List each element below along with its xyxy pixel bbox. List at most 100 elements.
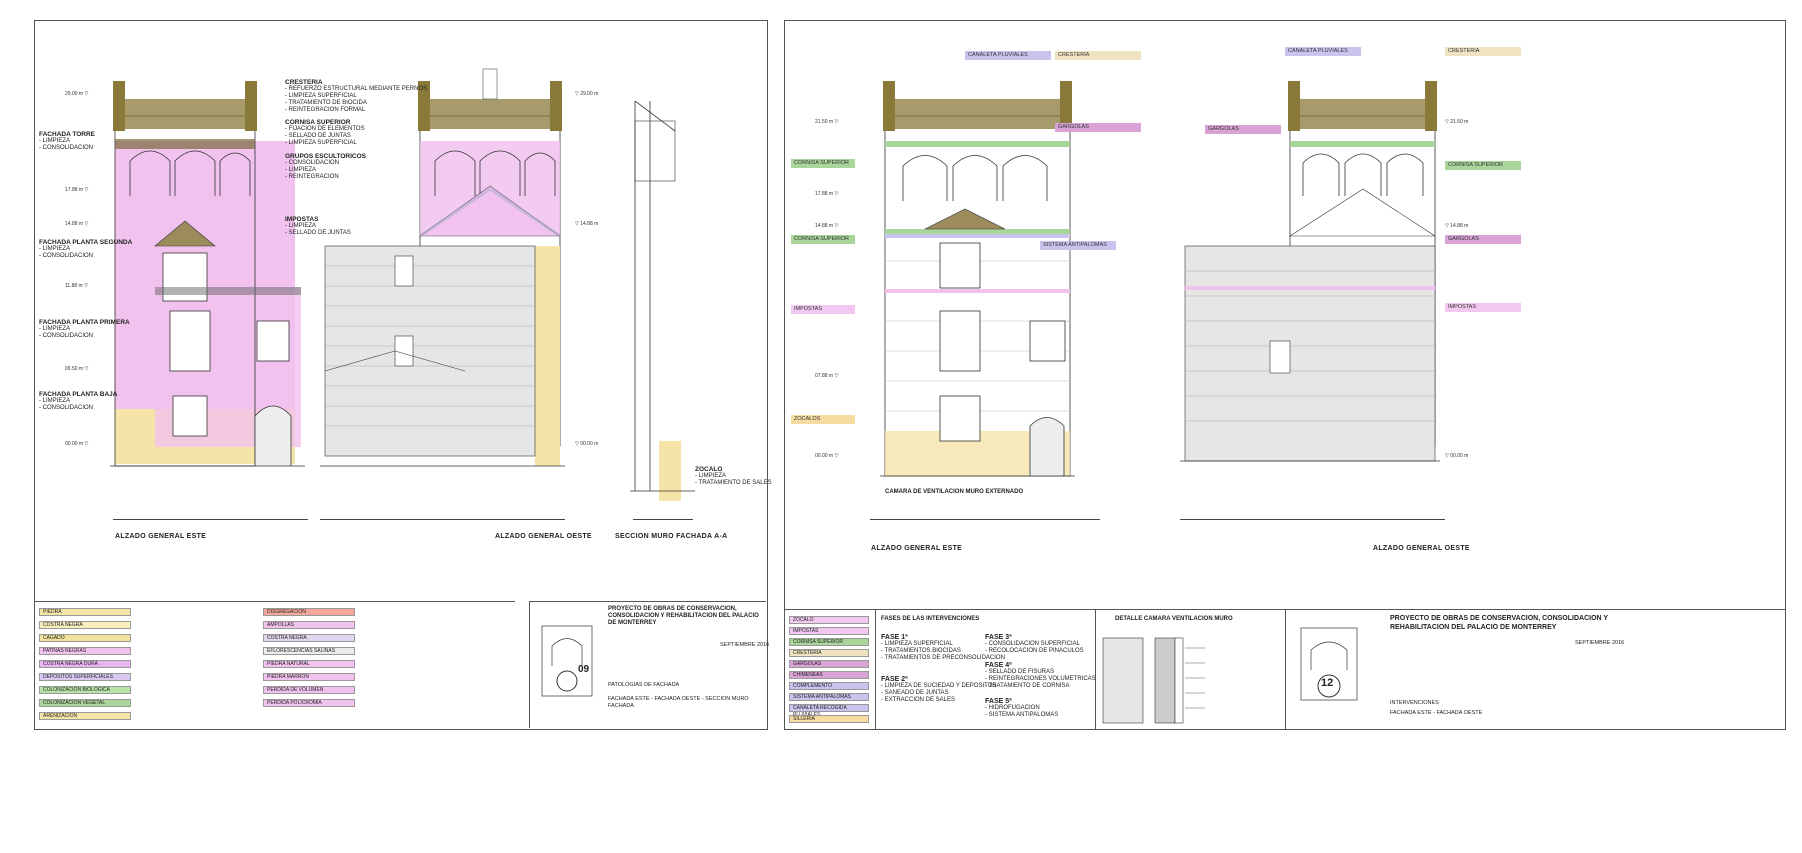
level-mark: ▽ 14.88 m [1445,223,1469,229]
level-mark: ▽ 21.50 m [1445,119,1469,125]
view-title: ALZADO GENERAL ESTE [115,533,207,540]
sheet-number: 09 [578,664,590,675]
annotation: CORNISA SUPERIOR- FIJACION DE ELEMENTOS-… [285,119,365,146]
ruler [633,519,693,520]
ruler [113,519,308,520]
legend-item: ARENIZACION [39,712,131,720]
view-title: ALZADO GENERAL ESTE [871,545,963,552]
project-title: PROYECTO DE OBRAS DE CONSERVACION, CONSO… [608,606,759,626]
legend-box: ZOCALO IMPOSTAS CORNISA SUPERIOR CRESTER… [785,610,876,730]
view-title: SECCION MURO FACHADA A-A [615,533,728,540]
legend-item: PERDIDA DE VOLUMEN [263,686,355,694]
annotation: CRESTERIA- REFUERZO ESTRUCTURAL MEDIANTE… [285,79,428,113]
sheet-right: 21.50 m ▽ 17.88 m ▽ 14.88 m ▽ 07.88 m ▽ … [784,20,1786,730]
annotation: FACHADA PLANTA BAJA- LIMPIEZA- CONSOLIDA… [39,391,118,411]
intervention-tag: GARGOLAS [1445,235,1521,244]
facade-west-drawing [320,68,565,467]
annotation: FACHADA TORRE- LIMPIEZA- CONSOLIDACION [39,131,95,151]
plan-name: PATOLOGIAS DE FACHADA [608,682,680,688]
intervention-tag: CORNISA SUPERIOR [791,159,855,168]
plan-subtitle: FACHADA ESTE - FACHADA OESTE [1390,710,1483,716]
intervention-tag: CRESTERIA [1445,47,1521,56]
level-mark: 09.50 m ▽ [65,366,89,372]
level-mark: 07.88 m ▽ [815,373,839,379]
palace-emblem [541,625,593,697]
ventilation-detail-drawing [1102,637,1205,724]
legend-item: CRESTERIA [789,649,869,657]
level-mark: 21.50 m ▽ [815,119,839,125]
plan-name: INTERVENCIONES [1390,700,1439,706]
intervention-tag: CANALETA PLUVIALES [1285,47,1361,56]
intervention-tag: IMPOSTAS [791,305,855,314]
annotation: ZOCALO- LIMPIEZA- TRATAMIENTO DE SALES [695,466,772,486]
level-mark: 11.88 m ▽ [65,283,88,289]
legend-item: PIEDRA NATURAL [263,660,355,668]
annotation: FACHADA PLANTA SEGUNDA- LIMPIEZA- CONSOL… [39,239,133,259]
palace-emblem [1300,627,1358,701]
legend-item: COSTRA NEGRA [263,634,355,642]
level-mark: 00.00 m ▽ [65,441,89,447]
plan-subtitle: FACHADA ESTE - FACHADA OESTE - SECCION M… [608,696,749,709]
legend-item: GARGOLAS [789,660,869,668]
intervention-tag: GARGOLAS [1205,125,1281,134]
phase: FASE 3ª- CONSOLIDACION SUPERFICIAL- RECO… [985,634,1084,654]
intervention-tag: CRESTERIA [1055,51,1141,60]
view-title: ALZADO GENERAL OESTE [1373,545,1470,552]
phase: FASE 2ª- LIMPIEZA DE SUCIEDAD Y DEPOSITO… [881,676,997,703]
level-mark: 14.88 m ▽ [815,223,839,229]
view-title: ALZADO GENERAL OESTE [495,533,592,540]
tag-label: GARGOLAS [1448,236,1479,242]
legend-item: SILLERIA [789,715,869,723]
phase: FASE 5ª- HIDROFUGACION- SISTEMA ANTIPALO… [985,698,1059,718]
legend-item: COSTRA NEGRA DURA [39,660,131,668]
level-mark: 17.88 m ▽ [815,191,839,197]
legend-box: PIEDRA COSTRA NEGRA CAGADO PATINAS NEGRA… [35,601,515,728]
phases-box: FASES DE LAS INTERVENCIONES FASE 1ª- LIM… [875,610,1096,730]
legend-item: PIEDRA [39,608,131,616]
intervention-tag: ZOCALOS [791,415,855,424]
legend-item: COMPLEMENTO [789,682,869,690]
level-mark: ▽ 14.88 m [575,221,599,227]
tag-label: CRESTERIA [1448,48,1480,54]
facade-east-intervention-drawing [880,81,1075,477]
tag-label: IMPOSTAS [794,306,823,312]
sheet-left: 29.00 m ▽ 17.88 m ▽ 14.88 m ▽ 11.88 m ▽ … [34,20,772,730]
tag-label: GARGOLAS [1058,124,1089,130]
project-title: PROYECTO DE OBRAS DE CONSERVACION, CONSO… [1390,615,1608,631]
tag-label: CANALETA PLUVIALES [968,52,1028,58]
legend-item: DEPOSITOS SUPERFICIALES [39,673,131,681]
level-mark: ▽ 29.00 m [575,91,599,97]
level-mark: 14.88 m ▽ [65,221,89,227]
legend-item: IMPOSTAS [789,627,869,635]
tag-label: IMPOSTAS [1448,304,1477,310]
annotation: IMPOSTAS- LIMPIEZA- SELLADO DE JUNTAS [285,216,351,236]
legend-item: AMPOLLAS [263,621,355,629]
phases-title: FASES DE LAS INTERVENCIONES [881,616,980,622]
legend-item: CANALETA RECOGIDA PLUVIALES [789,704,869,718]
level-mark: 17.88 m ▽ [65,187,89,193]
legend-item: COLONIZACION VEGETAL [39,699,131,707]
ruler [1180,519,1445,520]
tag-label: GARGOLAS [1208,126,1239,132]
legend-item: PIEDRA MARRON [263,673,355,681]
ventilation-note: CAMARA DE VENTILACION MURO EXTERNADO [885,489,1024,495]
ruler [320,519,565,520]
legend-item: CHIMENEAS [789,671,869,679]
legend-item: CAGADO [39,634,131,642]
legend-item: ZOCALO [789,616,869,624]
legend-item: PERDIDA POLICROMIA [263,699,355,707]
intervention-tag: SISTEMA ANTIPALOMAS [1040,241,1116,250]
facade-west-intervention-drawing [1180,81,1440,462]
legend-item: COSTRA NEGRA [39,621,131,629]
tag-label: CORNISA SUPERIOR [794,160,850,166]
detail-box: DETALLE CAMARA VENTILACION MURO [1095,610,1286,730]
tag-label: ZOCALOS [794,416,821,422]
intervention-tag: CANALETA PLUVIALES [965,51,1051,60]
intervention-tag: CORNISA SUPERIOR [791,235,855,244]
tag-label: CRESTERIA [1058,52,1090,58]
level-mark: ▽ 00.00 m [1445,453,1469,459]
level-mark: 29.00 m ▽ [65,91,89,97]
annotation: FACHADA PLANTA PRIMERA- LIMPIEZA- CONSOL… [39,319,130,339]
legend-item: SISTEMA ANTIPALOMAS [789,693,869,701]
legend-item: EFLORESCENCIAS SALINAS [263,647,355,655]
